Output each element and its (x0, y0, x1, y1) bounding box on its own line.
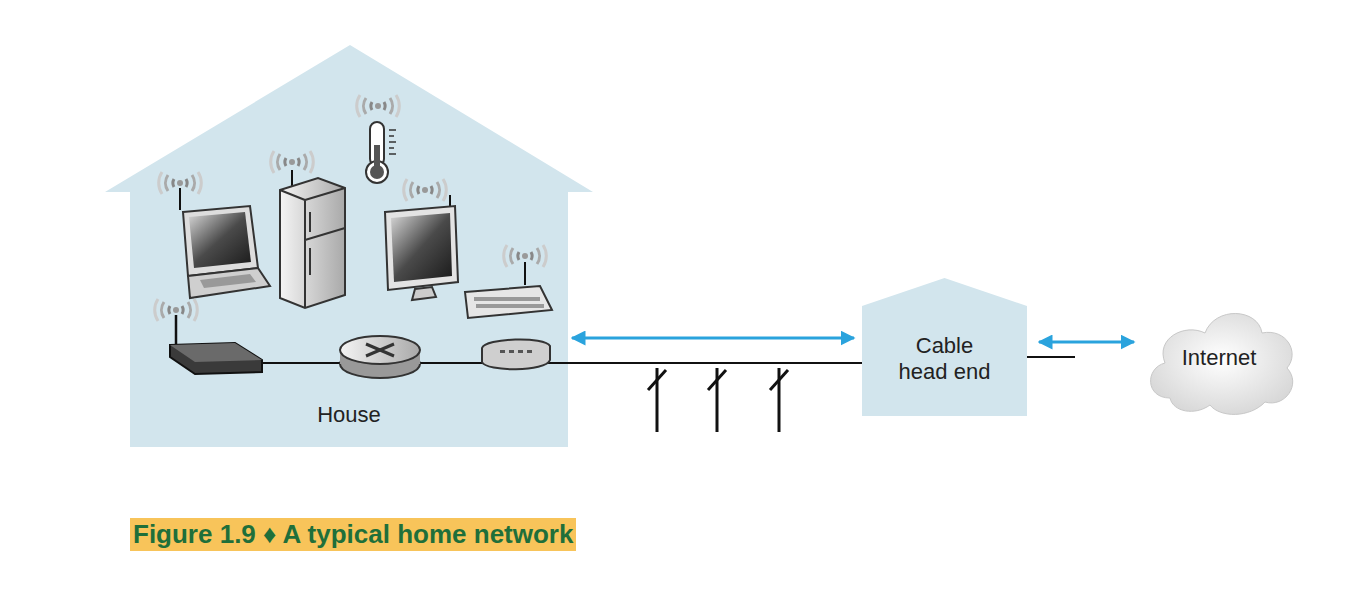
house-region: House (130, 45, 568, 447)
figure-caption: Figure 1.9 ♦ A typical home network (130, 518, 576, 551)
access-link-arrow (1039, 341, 1134, 344)
head-end-box: Cable head end (862, 278, 1027, 416)
internet-cloud: Internet (1140, 298, 1298, 418)
node-label: Internet (1140, 345, 1298, 371)
house-outline (130, 45, 568, 447)
access-link-arrow (572, 337, 854, 340)
node-label: House (130, 402, 568, 428)
node-label: Cable head end (890, 333, 1000, 386)
